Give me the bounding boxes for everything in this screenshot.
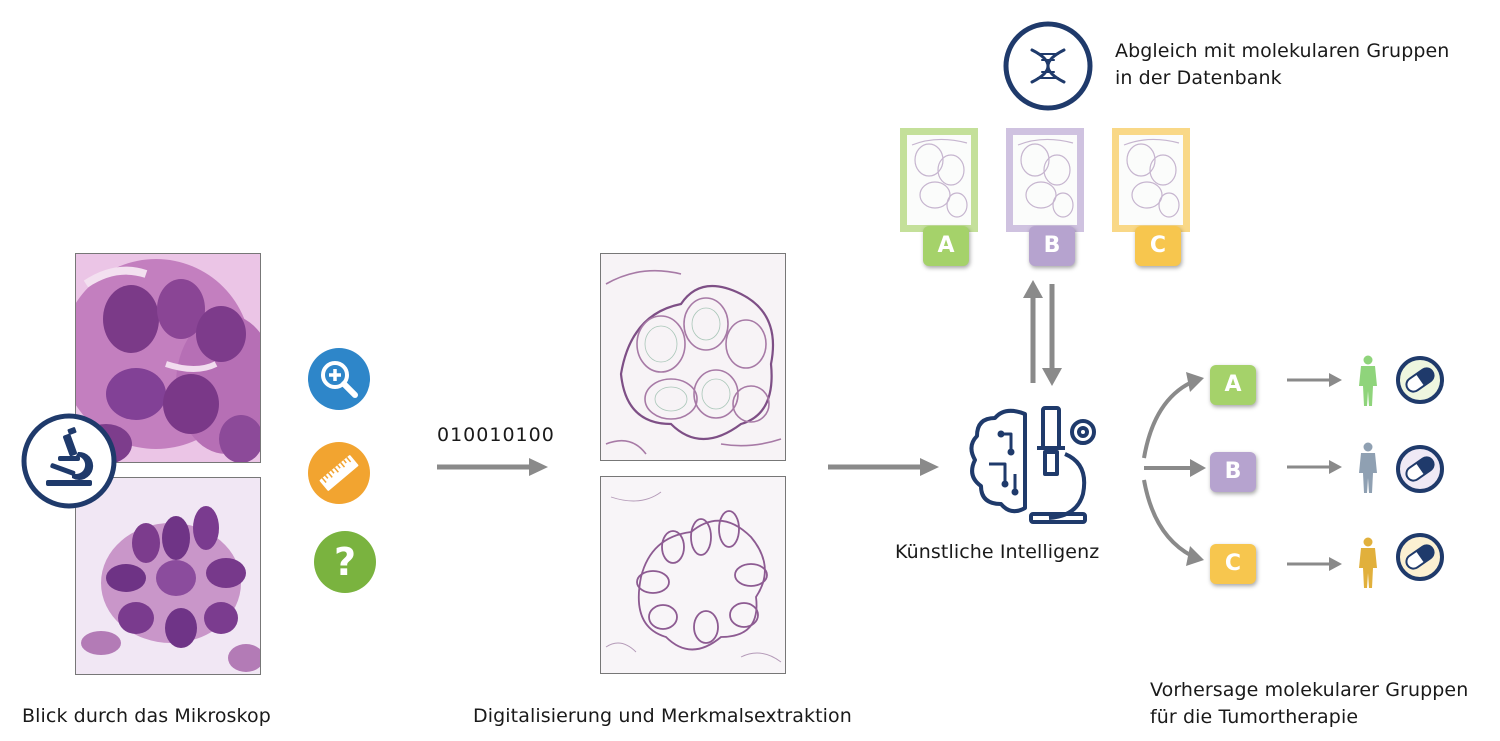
he-image-bottom bbox=[75, 477, 261, 675]
caption-database-line1: Abgleich mit molekularen Gruppen bbox=[1115, 40, 1450, 62]
arrow-to-ai bbox=[828, 456, 940, 478]
group-frame-a bbox=[900, 128, 978, 232]
group-badge-a: A bbox=[923, 226, 969, 266]
ruler-icon bbox=[307, 441, 371, 505]
person-icon bbox=[1356, 442, 1380, 494]
prediction-badge-a: A bbox=[1210, 365, 1256, 405]
edge-image-bottom bbox=[600, 476, 786, 674]
arrow-a-to-therapy bbox=[1287, 371, 1343, 389]
dna-icon bbox=[1002, 20, 1094, 112]
pill-icon bbox=[1395, 355, 1445, 405]
he-tissue-top-svg bbox=[76, 254, 260, 462]
caption-prediction-line1: Vorhersage molekularer Gruppen bbox=[1150, 679, 1469, 701]
caption-microscope: Blick durch das Mikroskop bbox=[22, 705, 271, 727]
caption-prediction-line2: für die Tumortherapie bbox=[1150, 706, 1359, 728]
exchange-arrows bbox=[1018, 278, 1068, 388]
he-image-top bbox=[75, 253, 261, 463]
edge-image-top-svg bbox=[601, 254, 785, 460]
edge-image-bottom-svg bbox=[601, 477, 785, 673]
branch-arrows bbox=[1140, 370, 1210, 570]
microscope-icon bbox=[20, 412, 118, 510]
caption-digitization: Digitalisierung und Merkmalsextraktion bbox=[473, 705, 852, 727]
person-icon bbox=[1356, 355, 1380, 407]
prediction-badge-c: C bbox=[1210, 544, 1256, 584]
ai-brain-microscope-icon bbox=[965, 404, 1105, 526]
svg-text:?: ? bbox=[334, 540, 356, 584]
group-badge-c: C bbox=[1135, 226, 1181, 266]
person-icon bbox=[1356, 537, 1380, 589]
group-frame-b bbox=[1006, 128, 1084, 232]
pill-icon bbox=[1395, 532, 1445, 582]
question-icon: ? bbox=[313, 530, 377, 594]
arrow-to-digitization bbox=[437, 456, 549, 478]
caption-database-line2: in der Datenbank bbox=[1115, 67, 1282, 89]
caption-ai: Künstliche Intelligenz bbox=[895, 541, 1100, 563]
arrow-b-to-therapy bbox=[1287, 458, 1343, 476]
group-badge-b: B bbox=[1029, 226, 1075, 266]
pill-icon bbox=[1395, 444, 1445, 494]
group-frame-c bbox=[1112, 128, 1190, 232]
zoom-in-icon bbox=[307, 347, 371, 411]
binary-code: 010010100 bbox=[437, 424, 555, 446]
arrow-c-to-therapy bbox=[1287, 555, 1343, 573]
he-tissue-bottom-svg bbox=[76, 478, 260, 674]
prediction-badge-b: B bbox=[1210, 452, 1256, 492]
edge-image-top bbox=[600, 253, 786, 461]
